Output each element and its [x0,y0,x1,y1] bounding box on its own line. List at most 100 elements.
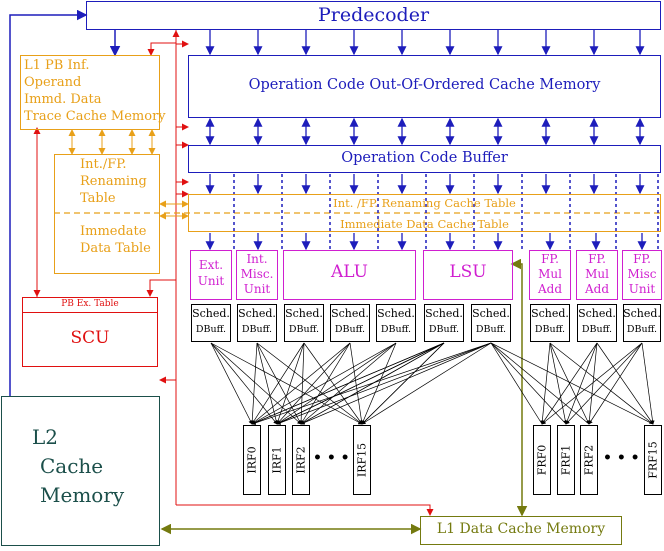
frf-ellipsis: • • • [603,450,640,466]
renaming-line2: Renaming [80,174,147,189]
frf-box [557,425,575,495]
crossbar-line [276,342,445,425]
trace-cache-line3: Immd. Data [24,92,102,107]
crossbar-line [541,342,598,425]
crossbar-line [361,342,445,425]
crossbar-line [256,342,363,425]
frf-box [644,425,662,495]
unit-int-misc-line3: Unit [243,282,271,296]
crossbar-line [540,342,551,425]
trace-cache-line4: Trace Cache Memory [24,109,166,124]
renaming-line3: Table [80,191,116,206]
frf-box [533,425,551,495]
frf-label: FRF1 [559,444,573,476]
sched-label: Sched. [425,307,463,320]
sched-box [284,304,324,342]
l2-to-predecoder-line [9,9,88,396]
frf-label: FRF2 [582,444,596,476]
sched-label: Sched. [623,307,661,320]
renaming-table-box [54,154,160,274]
crossbar-line [596,342,654,425]
crossbar-line [210,342,278,425]
unit-fp1-line2: Mul [538,267,562,281]
irf-box [268,425,286,495]
crossbar-line [587,342,598,425]
ooo-cache-label: Operation Code Out-Of-Ordered Cache Memo… [248,77,601,93]
sched-box [376,304,416,342]
renaming-line1: Int./FP. [80,157,127,172]
predecoder-box [86,1,661,30]
irf-label: IRF0 [245,446,259,474]
frf-box [580,425,598,495]
irf-ellipsis: • • • [313,450,350,466]
crossbar-line [299,342,305,425]
crossbar-line [490,342,543,425]
crossbar-line [251,342,397,425]
unit-lsu-label: LSU [449,262,487,282]
crossbar-line [251,342,351,425]
trace-cache-line1: L1 PB Inf. [24,58,90,73]
irf-box [353,425,371,495]
unit-alu [283,250,416,300]
dbuff-label: DBuff. [534,324,566,335]
frf-label: FRF15 [646,441,660,479]
unit-fp-misc-line2: Misc [627,267,657,281]
unit-fp2-line1: FP. [588,252,606,266]
unit-lsu [423,250,513,300]
crossbar-line [641,342,655,425]
dbuff-label: DBuff. [475,324,507,335]
crossbar-line [210,342,302,425]
l2-line3: Memory [40,483,125,507]
unit-fp1-line3: Add [537,282,563,296]
crossbar-line [565,342,643,425]
crossbar-line [303,342,363,425]
unit-fp1-line1: FP. [541,252,559,266]
crossbar-line [256,342,302,425]
predecoder-label: Predecoder [317,4,430,26]
dbuff-label: DBuff. [428,324,460,335]
crossbar-line [490,342,654,425]
trace-cache-box [20,55,160,130]
sched-box [424,304,464,342]
crossbar-line [276,342,351,425]
irf-label: IRF2 [294,446,308,474]
cache-table-line2: Immediate Data Cache Table [340,217,509,231]
sched-box [530,304,570,342]
unit-ext-line2: Unit [197,274,225,288]
sched-box [577,304,617,342]
irf-box [243,425,261,495]
cache-table-line1: Int. /FP. Renaming Cache Table [333,196,516,210]
unit-fp-misc-line3: Unit [628,282,656,296]
unit-fp-misc-line1: FP. [633,252,651,266]
l2-line2: Cache [40,454,104,478]
crossbar-line [276,342,305,425]
crossbar-line [300,342,492,425]
crossbar-line [250,342,258,425]
sched-label: Sched. [472,307,510,320]
sched-label: Sched. [331,307,369,320]
crossbar-line [256,342,279,425]
sched-label: Sched. [377,307,415,320]
crossbar-line [361,342,492,425]
crossbar-line [276,342,492,425]
crossbar-line [361,342,397,425]
pb-ex-table-label: PB Ex. Table [61,299,119,309]
unit-fp2-line2: Mul [585,267,609,281]
irf-box [292,425,310,495]
crossbar-line [490,342,567,425]
dbuff-label: DBuff. [626,324,658,335]
op-buffer-label: Operation Code Buffer [341,150,508,166]
crossbar-line [300,342,351,425]
sched-box [471,304,511,342]
crossbar-line [276,342,397,425]
scu-box [22,297,158,367]
olive-lsu-l1data [510,258,528,517]
scu-label: SCU [70,328,110,348]
crossbar-line [549,342,568,425]
renaming-line4: Immedate [80,224,147,239]
dbuff-label: DBuff. [288,324,320,335]
sched-label: Sched. [531,307,569,320]
crossbar-line [210,342,363,425]
